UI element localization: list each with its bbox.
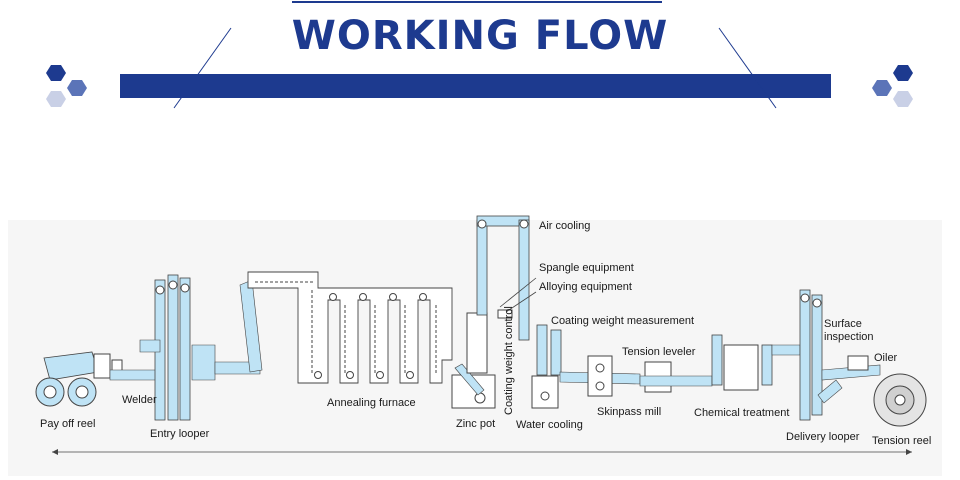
looper-tower bbox=[811, 294, 823, 416]
strip-segment bbox=[139, 339, 161, 353]
label-pay-off-reel: Pay off reel bbox=[40, 418, 96, 430]
header-diagonal-left bbox=[173, 27, 232, 109]
pointer-line bbox=[499, 277, 537, 308]
reel-core bbox=[43, 385, 57, 399]
hexagon-cluster-right bbox=[872, 65, 913, 107]
hexagon-light bbox=[893, 91, 913, 107]
looper-tower bbox=[167, 274, 179, 421]
label-coating-weight-measurement: Coating weight measurement bbox=[551, 315, 695, 327]
label-oiler: Oiler bbox=[874, 352, 898, 364]
label-surface-inspection: Surface inspection bbox=[824, 318, 874, 343]
label-annealing-furnace: Annealing furnace bbox=[327, 397, 416, 409]
label-skinpass-mill: Skinpass mill bbox=[597, 406, 662, 418]
strip-segment bbox=[214, 361, 261, 375]
arrow-right-icon bbox=[906, 449, 912, 455]
header-decoration bbox=[46, 1, 913, 109]
coating-tower bbox=[466, 215, 537, 374]
cooling-strip bbox=[536, 324, 548, 376]
label-tension-reel: Tension reel bbox=[872, 435, 932, 447]
cooling-strip bbox=[550, 329, 562, 376]
hexagon-mid bbox=[872, 80, 892, 96]
spangle-device bbox=[497, 309, 513, 319]
roll bbox=[419, 293, 427, 301]
delivery-looper bbox=[799, 289, 843, 421]
roll bbox=[359, 293, 367, 301]
strip-segment bbox=[817, 379, 843, 404]
tension-reel bbox=[873, 373, 927, 427]
label-alloying-equipment: Alloying equipment bbox=[539, 281, 632, 293]
label-delivery-looper: Delivery looper bbox=[786, 431, 860, 443]
label-chemical-treatment: Chemical treatment bbox=[694, 407, 790, 419]
zinc-pot bbox=[451, 363, 496, 409]
roll bbox=[314, 371, 322, 379]
roll bbox=[389, 293, 397, 301]
annealing-furnace bbox=[247, 271, 453, 384]
label-coating-weight-control: Coating weight control bbox=[503, 306, 515, 415]
hexagon-dark bbox=[893, 65, 913, 81]
oiler-inspection bbox=[821, 355, 881, 381]
inspection-box bbox=[847, 355, 869, 371]
label-tension-leveler: Tension leveler bbox=[622, 346, 696, 358]
tension-leveler bbox=[639, 361, 713, 393]
roll bbox=[595, 363, 605, 373]
hexagon-mid bbox=[67, 80, 87, 96]
roll bbox=[376, 371, 384, 379]
strip-segment bbox=[109, 369, 161, 381]
label-air-cooling: Air cooling bbox=[539, 220, 591, 232]
welder bbox=[93, 353, 161, 381]
header-diagonal-right bbox=[718, 27, 777, 109]
reel-core bbox=[75, 385, 89, 399]
roll bbox=[346, 371, 354, 379]
entry-looper bbox=[139, 274, 263, 421]
welder-box bbox=[93, 353, 111, 379]
reel-core bbox=[894, 394, 906, 406]
arrow-left-icon bbox=[52, 449, 58, 455]
pointer-line bbox=[505, 291, 537, 313]
tower-strip bbox=[476, 219, 488, 316]
hexagon-cluster-left bbox=[46, 65, 87, 107]
roll bbox=[812, 298, 822, 308]
label-water-cooling: Water cooling bbox=[516, 419, 583, 431]
roll bbox=[180, 283, 190, 293]
roll bbox=[168, 280, 178, 290]
strip-segment bbox=[191, 344, 216, 381]
strip-segment bbox=[454, 363, 485, 396]
label-zinc-pot: Zinc pot bbox=[456, 418, 496, 430]
hexagon-light bbox=[46, 91, 66, 107]
roll bbox=[519, 219, 529, 229]
sink-roll bbox=[474, 392, 486, 404]
pay-off-reel bbox=[35, 351, 99, 407]
skinpass-mill bbox=[559, 355, 641, 397]
label-welder: Welder bbox=[122, 394, 157, 406]
treatment-tank bbox=[723, 344, 759, 391]
looper-tower bbox=[179, 277, 191, 421]
roll bbox=[800, 293, 810, 303]
roll bbox=[329, 293, 337, 301]
roll bbox=[540, 391, 550, 401]
treatment-strip bbox=[761, 344, 773, 386]
tower-strip bbox=[518, 219, 530, 341]
strip-segment bbox=[771, 344, 801, 356]
label-entry-looper: Entry looper bbox=[150, 428, 210, 440]
looper-tower bbox=[799, 289, 811, 421]
page-title: WORKING FLOW bbox=[291, 13, 669, 59]
header-band bbox=[120, 74, 831, 98]
roll bbox=[406, 371, 414, 379]
label-spangle-equipment: Spangle equipment bbox=[539, 262, 634, 274]
roll bbox=[595, 381, 605, 391]
chemical-treatment bbox=[711, 334, 801, 391]
roll bbox=[155, 285, 165, 295]
roll bbox=[477, 219, 487, 229]
furnace-body bbox=[247, 271, 453, 384]
strip-segment bbox=[639, 375, 713, 387]
coating-weight-control-box bbox=[466, 312, 488, 374]
treatment-strip bbox=[711, 334, 723, 386]
water-cooling bbox=[531, 324, 562, 409]
hexagon-dark bbox=[46, 65, 66, 81]
